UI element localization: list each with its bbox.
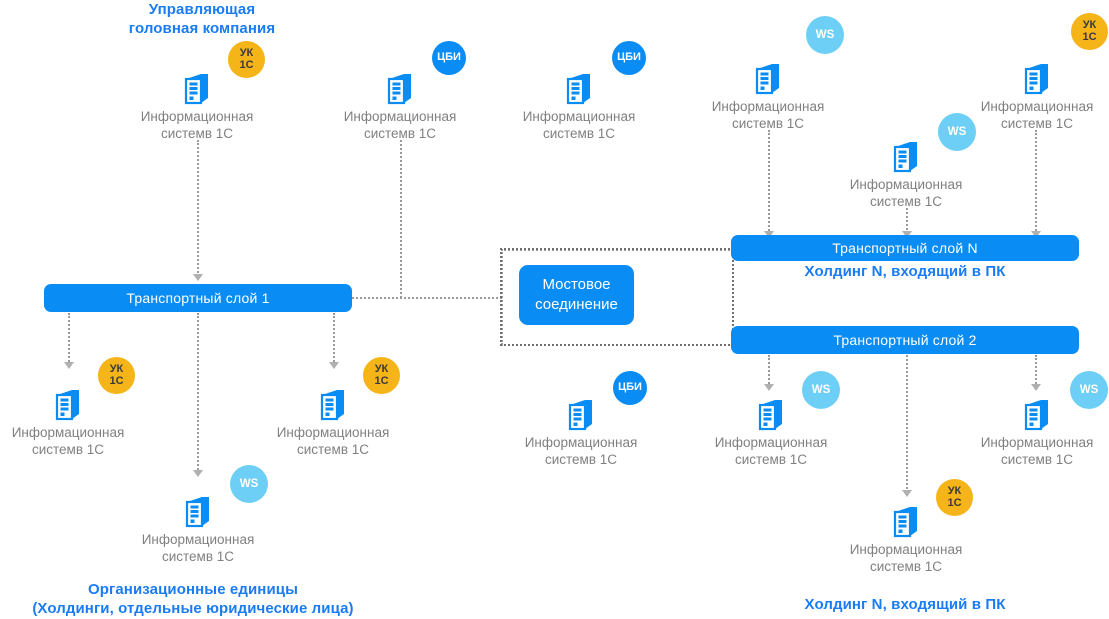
badge-ws[interactable]: WS — [806, 16, 844, 54]
badge-label: УК 1С — [1082, 18, 1097, 43]
badge-cbi[interactable]: ЦБИ — [612, 41, 646, 75]
connector-arrow — [764, 384, 774, 391]
connector-line — [400, 140, 402, 298]
server-icon — [1024, 64, 1048, 95]
badge-label: ЦБИ — [617, 51, 641, 64]
connector-line — [197, 313, 199, 473]
connector-line — [501, 249, 733, 251]
server-icon — [893, 507, 917, 538]
connector-arrow — [902, 231, 912, 238]
title-managing-head-company: Управляющая головная компания — [128, 1, 276, 37]
connector-line — [197, 140, 199, 277]
connector-line — [68, 313, 70, 365]
badge-ws[interactable]: WS — [938, 113, 976, 151]
node-information-system[interactable]: Информационная системв 1С — [248, 388, 418, 458]
badge-label: ЦБИ — [618, 381, 642, 394]
badge-uk-1c[interactable]: УК 1С — [98, 357, 135, 394]
node-caption: Информационная системв 1С — [276, 425, 390, 457]
server-icon — [566, 74, 590, 105]
node-information-system[interactable]: Информационная системв 1С — [952, 398, 1109, 468]
badge-cbi[interactable]: ЦБИ — [613, 371, 647, 405]
node-information-system[interactable]: Информационная системв 1С — [683, 62, 853, 132]
node-information-system[interactable]: Информационная системв 1С — [496, 398, 666, 468]
connector-arrow — [193, 274, 203, 281]
badge-label: WS — [815, 28, 835, 41]
node-information-system[interactable]: Информационная системв 1С — [494, 72, 664, 142]
badge-label: УК 1С — [947, 484, 962, 509]
badge-uk-1c[interactable]: УК 1С — [936, 479, 973, 516]
server-icon — [55, 390, 79, 421]
node-caption: Информационная системв 1С — [522, 109, 636, 141]
node-information-system[interactable]: Информационная системв 1С — [952, 62, 1109, 132]
connector-line — [352, 297, 502, 299]
connector-arrow — [902, 490, 912, 497]
connector-line — [768, 355, 770, 387]
server-icon — [387, 74, 411, 105]
node-information-system[interactable]: Информационная системв 1С — [821, 140, 991, 210]
bridge-connection-box[interactable]: Мостовое соединение — [519, 265, 634, 325]
connector-line — [906, 208, 908, 234]
transport-layer-n-bar[interactable]: Транспортный слой N — [731, 235, 1079, 261]
connector-line — [1035, 355, 1037, 387]
server-icon — [184, 74, 208, 105]
badge-ws[interactable]: WS — [802, 371, 840, 409]
node-caption: Информационная системв 1С — [343, 109, 457, 141]
badge-label: WS — [947, 125, 967, 138]
node-caption: Информационная системв 1С — [141, 532, 255, 564]
server-icon — [893, 142, 917, 173]
node-caption: Информационная системв 1С — [140, 109, 254, 141]
connector-arrow — [64, 362, 74, 369]
badge-ws[interactable]: WS — [1070, 371, 1108, 409]
node-caption: Информационная системв 1С — [849, 542, 963, 574]
connector-arrow — [329, 362, 339, 369]
title-holding-n-bottom: Холдинг N, входящий в ПК — [804, 596, 1006, 613]
bridge-frame — [500, 248, 734, 346]
connector-arrow — [193, 470, 203, 477]
node-caption: Информационная системв 1С — [849, 177, 963, 209]
server-icon — [320, 390, 344, 421]
title-holding-n-top: Холдинг N, входящий в ПК — [804, 263, 1006, 280]
transport-layer-2-bar[interactable]: Транспортный слой 2 — [731, 326, 1079, 354]
server-icon — [758, 400, 782, 431]
badge-label: WS — [811, 383, 831, 396]
node-caption: Информационная системв 1С — [711, 99, 825, 131]
node-information-system[interactable]: Информационная системв 1С — [113, 495, 283, 565]
badge-uk-1c[interactable]: УК 1С — [1071, 13, 1108, 50]
connector-line — [906, 355, 908, 493]
badge-label: УК 1С — [239, 46, 254, 71]
badge-label: WS — [1079, 383, 1099, 396]
node-caption: Информационная системв 1С — [524, 435, 638, 467]
badge-uk-1c[interactable]: УК 1С — [363, 357, 400, 394]
connector-arrow — [764, 231, 774, 238]
node-caption: Информационная системв 1С — [980, 99, 1094, 131]
server-icon — [1024, 400, 1048, 431]
connector-arrow — [1031, 231, 1041, 238]
badge-label: УК 1С — [374, 362, 389, 387]
node-caption: Информационная системв 1С — [714, 435, 828, 467]
server-icon — [568, 400, 592, 431]
badge-ws[interactable]: WS — [230, 465, 268, 503]
badge-label: УК 1С — [109, 362, 124, 387]
node-caption: Информационная системв 1С — [980, 435, 1094, 467]
server-icon — [755, 64, 779, 95]
connector-line — [333, 313, 335, 365]
badge-uk-1c[interactable]: УК 1С — [228, 41, 265, 78]
node-information-system[interactable]: Информационная системв 1С — [686, 398, 856, 468]
title-organizational-units: Организационные единицы (Холдинги, отдел… — [32, 581, 354, 617]
node-information-system[interactable]: Информационная системв 1С — [315, 72, 485, 142]
node-information-system[interactable]: Информационная системв 1С — [112, 72, 282, 142]
node-information-system[interactable]: Информационная системв 1С — [0, 388, 153, 458]
connector-line — [768, 130, 770, 234]
badge-label: WS — [239, 477, 259, 490]
server-icon — [185, 497, 209, 528]
node-caption: Информационная системв 1С — [11, 425, 125, 457]
badge-cbi[interactable]: ЦБИ — [432, 41, 466, 75]
node-information-system[interactable]: Информационная системв 1С — [821, 505, 991, 575]
connector-arrow — [1031, 384, 1041, 391]
badge-label: ЦБИ — [437, 51, 461, 64]
connector-line — [1035, 130, 1037, 234]
connector-line — [501, 249, 503, 345]
transport-layer-1-bar[interactable]: Транспортный слой 1 — [44, 284, 352, 312]
